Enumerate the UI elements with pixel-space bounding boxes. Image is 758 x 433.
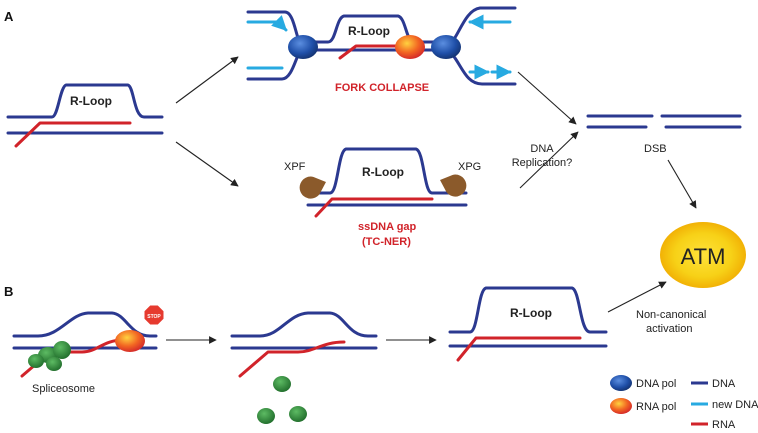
splicing-defect-scene: STOP Spliceosome	[12, 304, 165, 395]
tc-ner-label: (TC-NER)	[362, 236, 411, 248]
dna-replication-label-2: Replication?	[512, 157, 573, 169]
arrow-dsb-to-atm	[667, 159, 697, 209]
dna-left-upper	[246, 10, 302, 44]
legend-new-dna: new DNA	[712, 399, 758, 411]
rna-strand	[456, 336, 582, 362]
ssdna-gap-label: ssDNA gap	[358, 221, 417, 233]
xpf-label: XPF	[284, 161, 306, 173]
stop-sign-icon	[143, 304, 165, 326]
dna-replication-label-1: DNA	[530, 143, 554, 155]
stop-label: STOP	[147, 314, 161, 320]
new-dna-left-upper	[246, 15, 288, 32]
rloop-formed-scene: R-Loop	[448, 286, 608, 362]
arrow-to-atm	[607, 281, 667, 313]
rloop-label: R-Loop	[362, 165, 404, 179]
arrow-to-fork-collapse	[175, 56, 239, 104]
dna-pol-left	[288, 35, 318, 59]
legend-rna-pol: RNA pol	[636, 401, 676, 413]
rna-strand	[14, 121, 132, 148]
rloop-left: R-Loop	[6, 83, 164, 148]
noncanonical-label-2: activation	[646, 323, 692, 335]
dna-left-lower	[246, 50, 302, 81]
rna-strand	[238, 340, 346, 378]
spliceosome-subunit	[257, 408, 275, 424]
spliceosome-subunit	[53, 341, 71, 359]
dna-right-upper	[450, 6, 517, 44]
xpf-nuclease-icon	[299, 176, 326, 199]
rloop-label: R-Loop	[348, 24, 390, 38]
rna-pol	[395, 35, 425, 59]
legend-dna-pol: DNA pol	[636, 378, 676, 390]
xpg-label: XPG	[458, 161, 481, 173]
legend-rna: RNA	[712, 419, 736, 431]
rna-strand	[338, 44, 416, 60]
legend-dna-pol-icon	[610, 375, 632, 391]
arrow-fork-to-dsb	[517, 71, 577, 125]
dsb-break: DSB	[586, 114, 742, 155]
dna-top-strand	[6, 83, 164, 119]
panel-label-a: A	[4, 9, 14, 24]
dna-pol-right	[431, 35, 461, 59]
atm-kinase-icon	[660, 222, 746, 288]
dna-top-strand	[230, 311, 378, 338]
spliceosome-subunit	[273, 376, 291, 392]
ssdna-gap-scene: R-Loop XPF XPG ssDNA gap (TC-NER)	[284, 147, 481, 248]
spliceosome-subunit	[46, 357, 62, 371]
legend-dna: DNA	[712, 378, 736, 390]
rna-strand	[314, 197, 434, 218]
legend: DNA pol RNA pol DNA new DNA RNA	[610, 375, 758, 431]
rloop-label: R-Loop	[510, 306, 552, 320]
dna-top-strand	[448, 286, 608, 334]
spliceosome-subunit	[28, 354, 44, 368]
atm-label: ATM	[681, 244, 726, 269]
arrow-to-ssdna-gap	[175, 141, 239, 187]
panel-label-b: B	[4, 284, 13, 299]
spliceosome-release-scene	[230, 311, 378, 424]
arrow-replication-to-dsb	[519, 131, 579, 189]
xpg-nuclease-icon	[440, 174, 467, 197]
legend-rna-pol-icon	[610, 398, 632, 414]
fork-collapse-label: FORK COLLAPSE	[335, 82, 429, 94]
dna-right-lower	[450, 52, 517, 86]
spliceosome-label: Spliceosome	[32, 383, 95, 395]
fork-collapse-scene: R-Loop FORK COLLAPSE	[246, 6, 517, 94]
dna-top-strand	[306, 147, 468, 195]
noncanonical-label-1: Non-canonical	[636, 309, 706, 321]
rloop-label: R-Loop	[70, 94, 112, 108]
rna-pol	[115, 330, 145, 352]
dsb-label: DSB	[644, 143, 667, 155]
spliceosome-subunit	[289, 406, 307, 422]
